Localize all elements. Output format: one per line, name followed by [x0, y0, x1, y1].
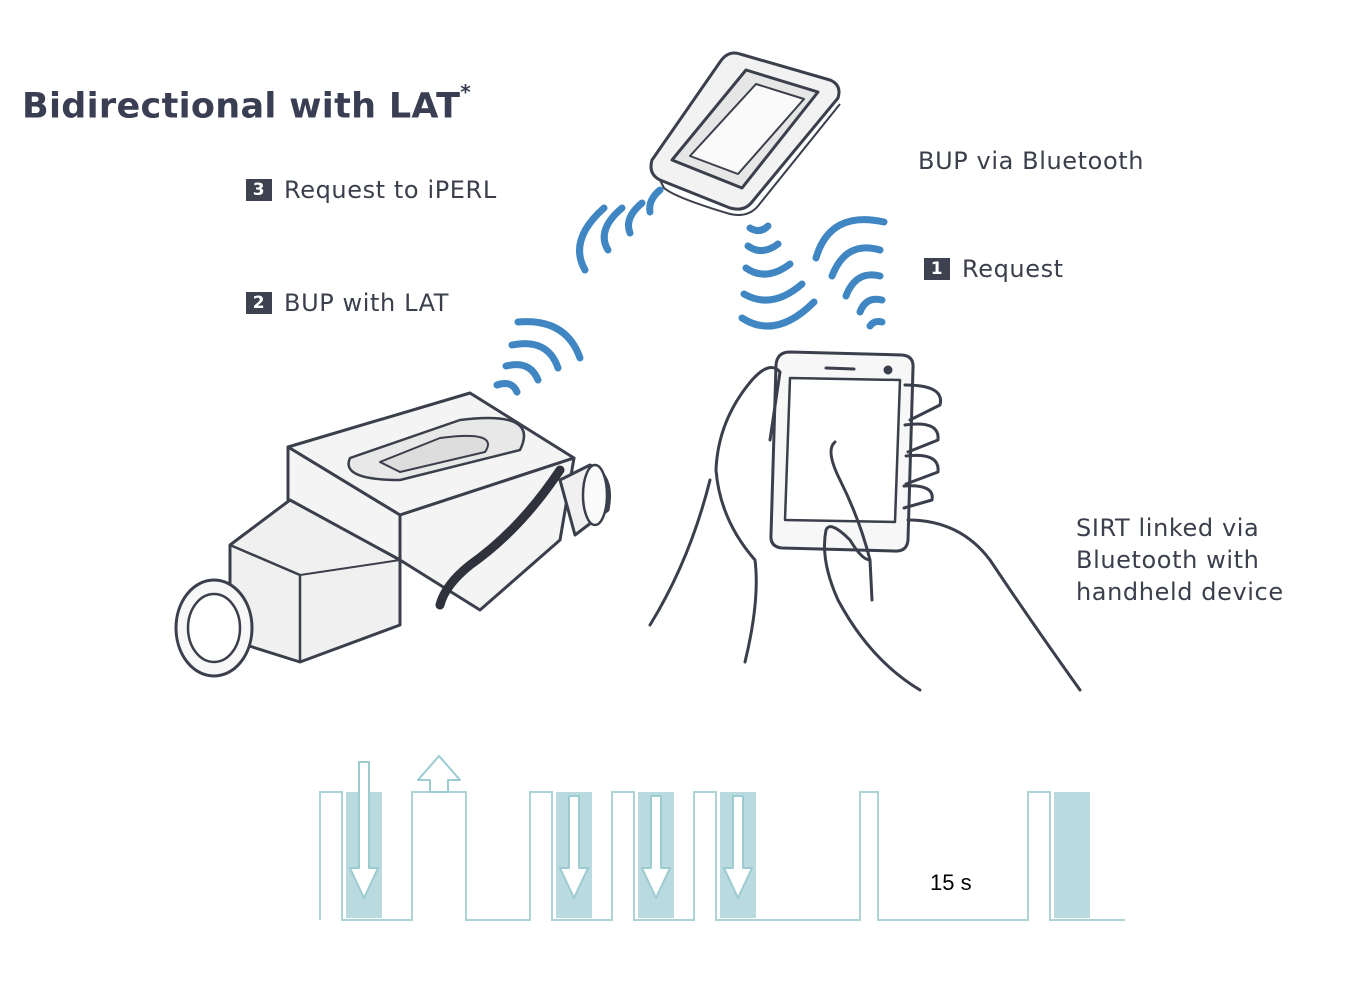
bluetooth-wave-icon: [493, 186, 888, 396]
pulse-blocks: [346, 792, 1090, 918]
sirt-description: SIRT linked via Bluetooth with handheld …: [1076, 512, 1346, 608]
sirt-line: SIRT linked via: [1076, 514, 1260, 542]
bup-bluetooth-label: BUP via Bluetooth: [918, 147, 1145, 175]
step-1-label: 1 Request: [924, 255, 1064, 283]
step-number-badge: 1: [924, 258, 950, 280]
step-2-label: 2 BUP with LAT: [246, 289, 449, 317]
step-number-badge: 2: [246, 292, 272, 314]
handheld-device-icon: [649, 51, 841, 216]
step-text: Request to iPERL: [284, 176, 497, 204]
pulse-timeline: [319, 755, 1125, 921]
sirt-line: handheld device: [1076, 578, 1284, 606]
down-arrow-icon: [349, 761, 753, 899]
step-text: Request: [962, 255, 1064, 283]
smartphone-hand-icon: [648, 350, 1082, 692]
up-arrow-icon: [417, 755, 461, 793]
duration-label: 15 s: [930, 870, 972, 895]
step-3-label: 3 Request to iPERL: [246, 176, 497, 204]
step-number-badge: 3: [246, 179, 272, 201]
diagram-title: Bidirectional with LAT*: [22, 80, 472, 127]
sirt-line: Bluetooth with: [1076, 546, 1260, 574]
step-text: BUP with LAT: [284, 289, 450, 317]
water-meter-icon: [174, 391, 611, 678]
